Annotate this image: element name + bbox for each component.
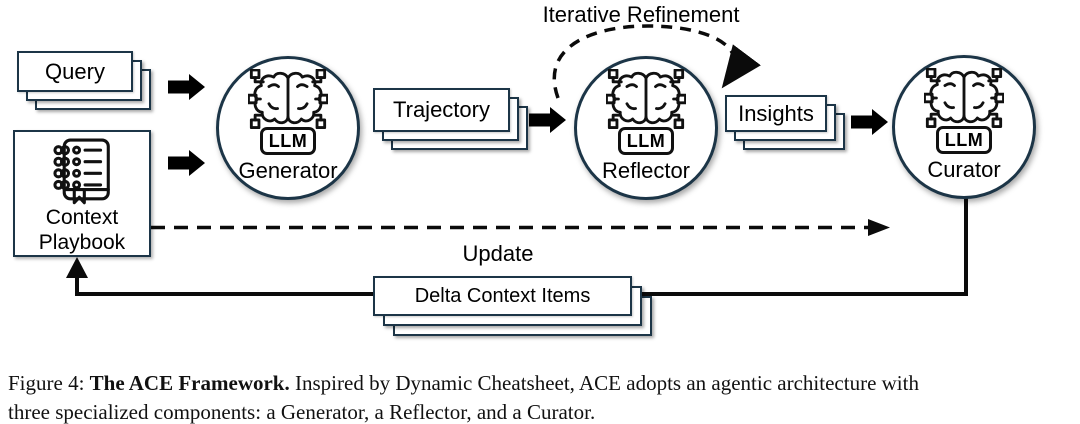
llm-badge: LLM bbox=[935, 126, 993, 154]
trajectory-box: Trajectory bbox=[373, 88, 528, 150]
notebook-icon bbox=[53, 138, 110, 205]
caption-line2: three specialized components: a Generato… bbox=[8, 400, 596, 424]
query-label: Query bbox=[17, 51, 133, 92]
query-box: Query bbox=[17, 51, 151, 110]
playbook-label-line2: Playbook bbox=[38, 231, 126, 254]
curator-node: LLM Curator bbox=[892, 55, 1036, 199]
update-label: Update bbox=[462, 241, 534, 266]
caption-figure-label: Figure 4: bbox=[8, 371, 90, 395]
playbook-label-line1: Context bbox=[45, 206, 119, 229]
arrow-right-icon bbox=[168, 74, 888, 176]
brain-circuit-icon bbox=[248, 69, 328, 129]
insights-label: Insights bbox=[725, 95, 827, 132]
update-arrow bbox=[151, 219, 890, 236]
caption-line1-rest: Inspired by Dynamic Cheatsheet, ACE adop… bbox=[289, 371, 919, 395]
delta-context-items-label: Delta Context Items bbox=[373, 276, 632, 316]
reflector-node: LLM Reflector bbox=[574, 56, 718, 200]
reflector-label: Reflector bbox=[601, 158, 691, 183]
insights-box: Insights bbox=[725, 95, 845, 150]
llm-badge: LLM bbox=[617, 127, 675, 155]
llm-badge: LLM bbox=[259, 127, 317, 155]
generator-label: Generator bbox=[238, 158, 338, 183]
context-playbook-box: Context Playbook bbox=[13, 130, 151, 257]
delta-context-items-box: Delta Context Items bbox=[373, 276, 652, 336]
generator-node: LLM Generator bbox=[216, 56, 360, 200]
curator-label: Curator bbox=[927, 157, 1001, 182]
caption-bold-title: The ACE Framework. bbox=[89, 371, 290, 395]
brain-circuit-icon bbox=[606, 69, 686, 129]
brain-circuit-icon bbox=[924, 68, 1004, 128]
caption-line1: Figure 4: The ACE Framework. Inspired by… bbox=[8, 369, 1076, 398]
figure-caption: Figure 4: The ACE Framework. Inspired by… bbox=[8, 369, 1076, 424]
iterative-refinement-label: Iterative Refinement bbox=[542, 2, 740, 27]
trajectory-label: Trajectory bbox=[373, 88, 510, 132]
